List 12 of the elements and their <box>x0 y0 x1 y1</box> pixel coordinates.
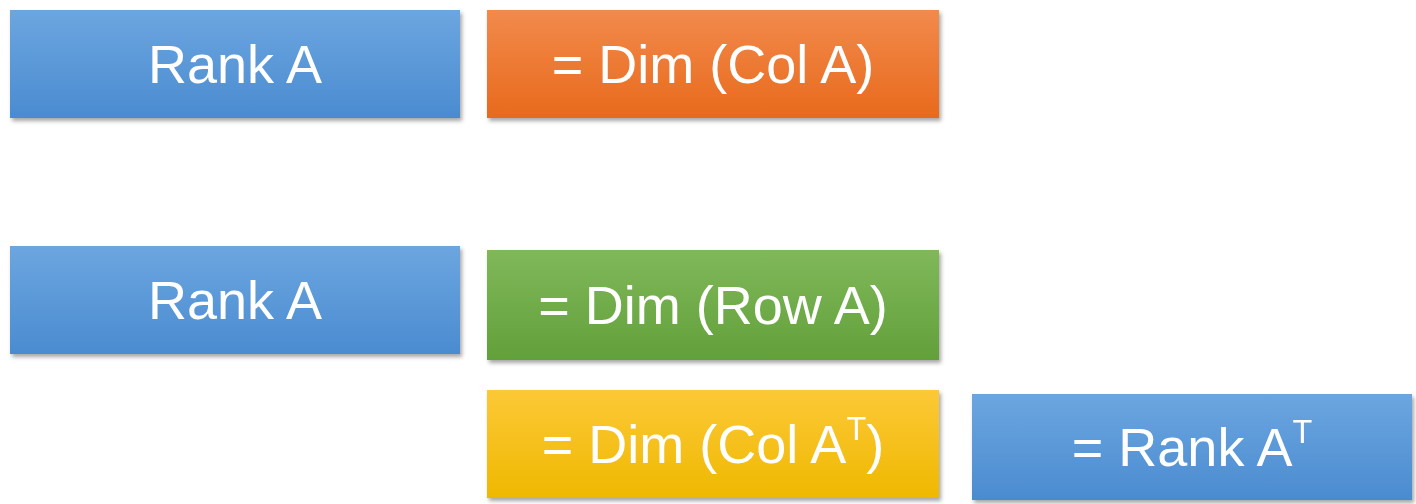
process-box <box>487 250 939 360</box>
process-box <box>10 10 460 118</box>
box-label: = Dim (Col A$^{T}$) <box>541 413 885 475</box>
process-box <box>10 246 460 354</box>
box-label: = Rank A$^{T}$ <box>1071 416 1313 478</box>
process-box <box>972 394 1412 500</box>
box-label: Rank A <box>147 33 323 95</box>
box-label: = Dim (Row A) <box>538 274 888 336</box>
process-box <box>487 390 939 498</box>
process-box <box>487 10 939 118</box>
box-label: = Dim (Col A) <box>551 33 875 95</box>
box-label: Rank A <box>147 269 323 331</box>
